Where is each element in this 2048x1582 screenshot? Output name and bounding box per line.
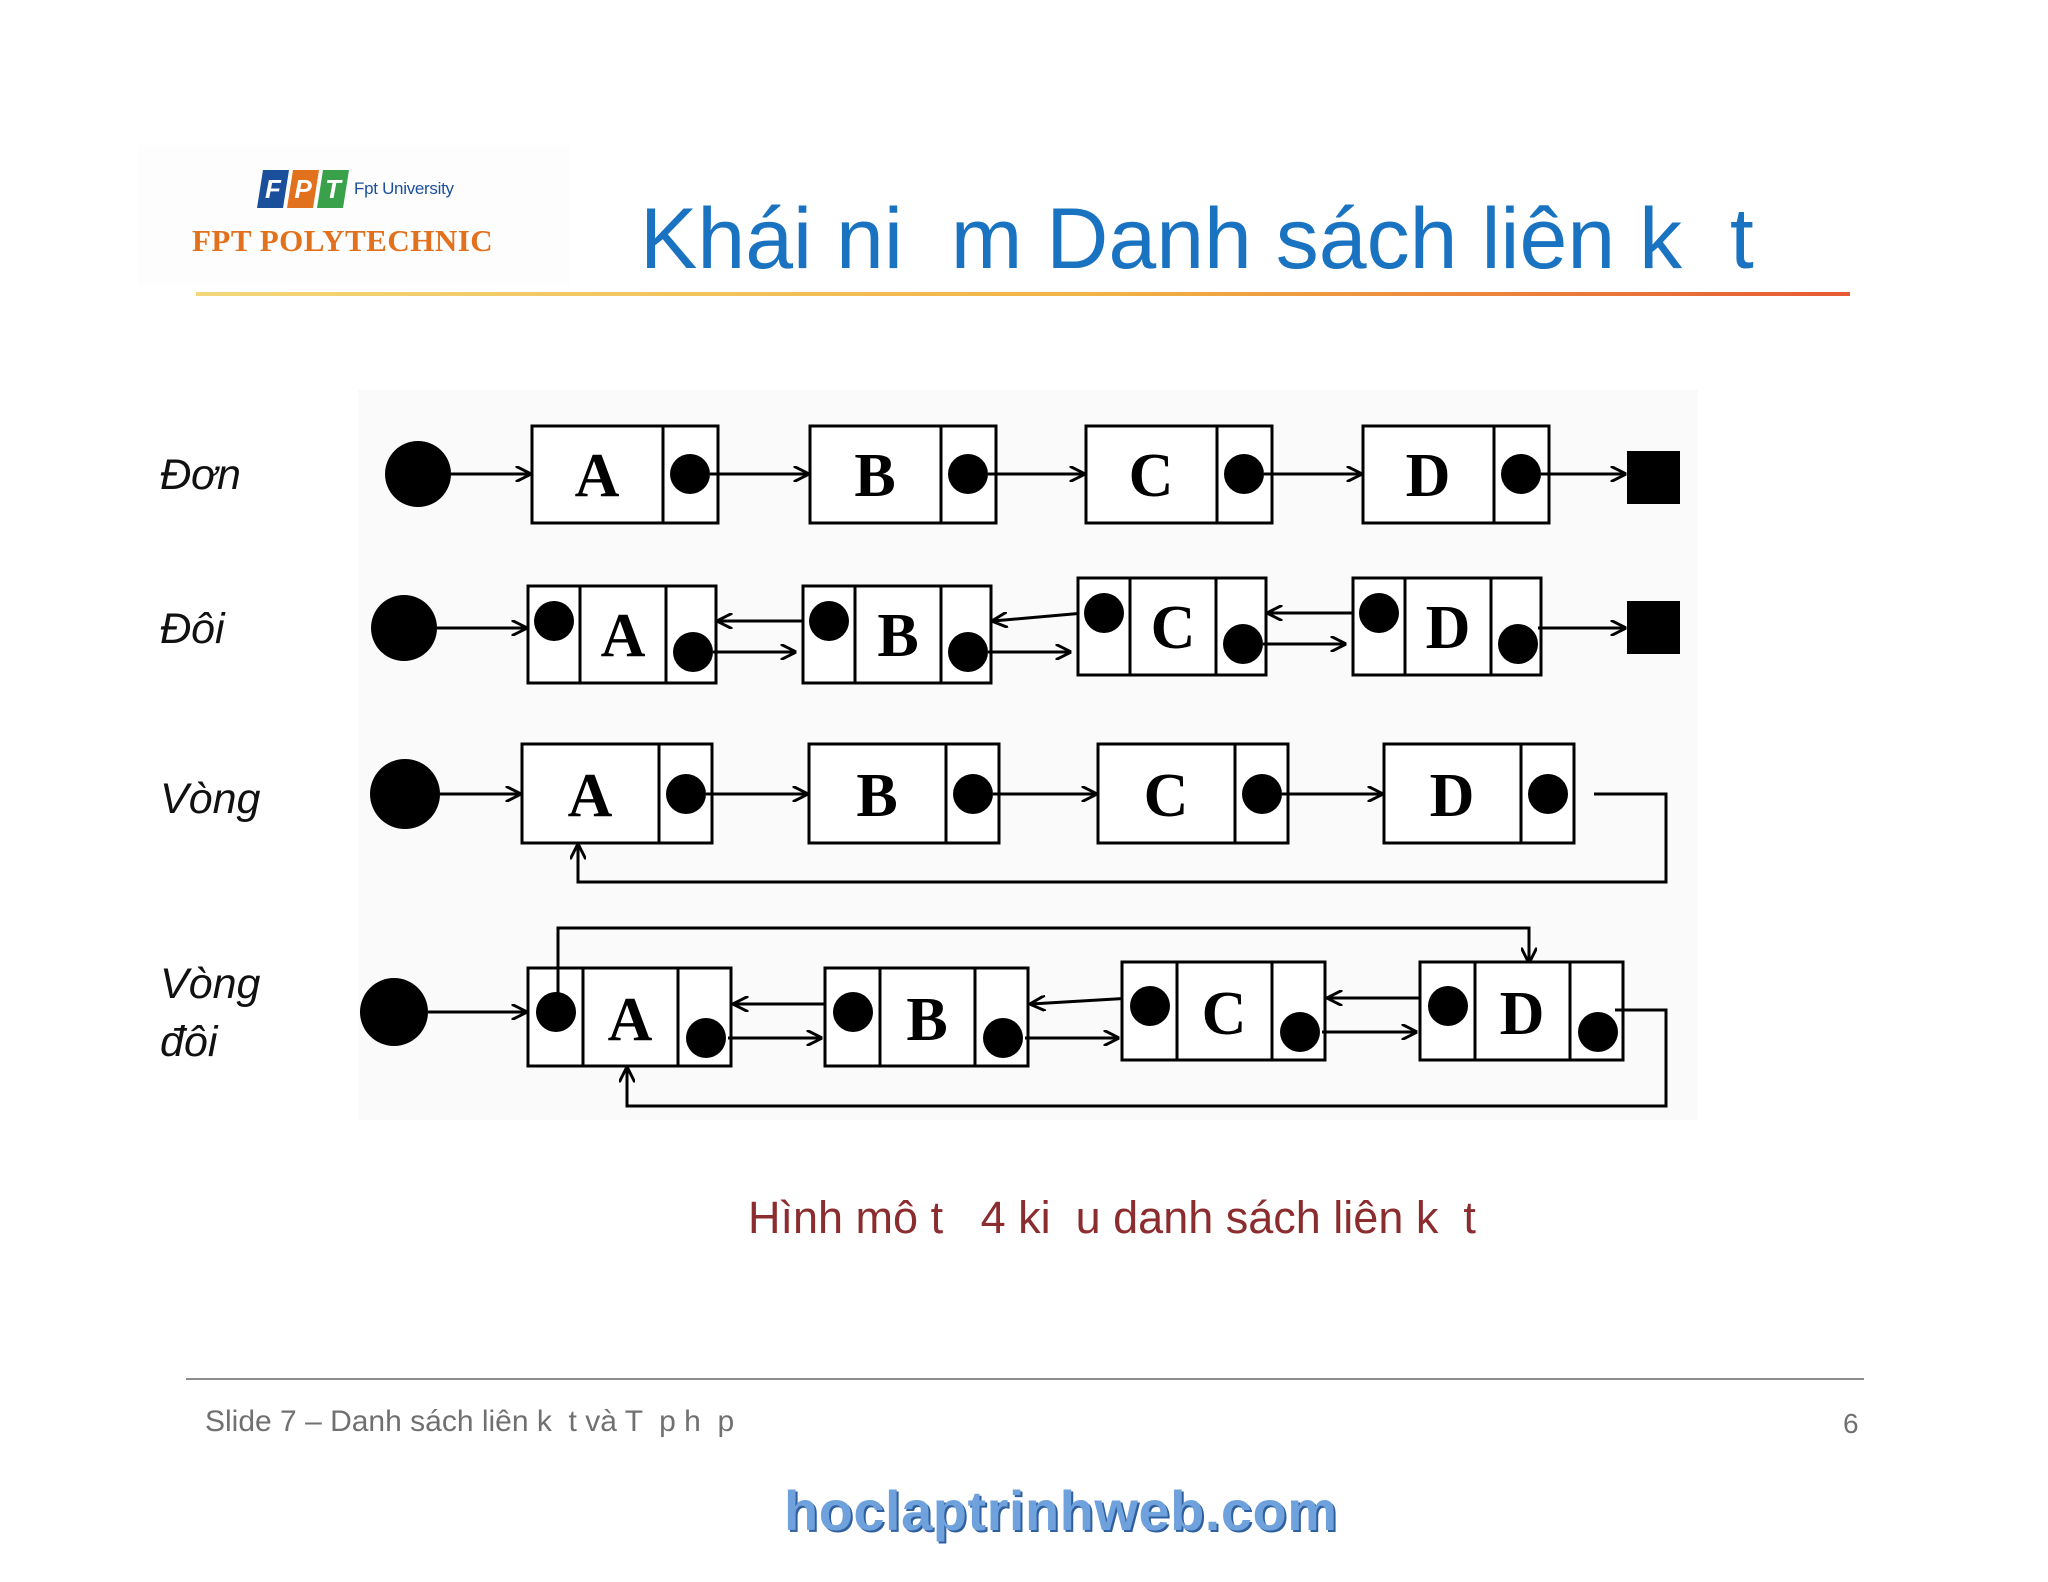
row-label-single: Đơn: [160, 451, 241, 499]
double-node-label-d: D: [1426, 594, 1471, 662]
circdouble-prev-arrow-1: [1031, 998, 1133, 1004]
row-label-circular-double-line2: đôi: [160, 1018, 218, 1067]
double-node-label-a: A: [601, 602, 646, 670]
circdouble-node-label-d: D: [1500, 980, 1545, 1048]
row-label-circular-double-line1: Vòng: [160, 960, 261, 1008]
circdouble-prev-pointer-0: [536, 992, 576, 1032]
circdouble-next-pointer-2: [1280, 1012, 1320, 1052]
circular-next-pointer-1: [953, 774, 993, 814]
circular-node-label-a: A: [568, 762, 613, 830]
slide-title: Khái ni m Danh sách liên k t: [640, 191, 1754, 287]
circdouble-next-pointer-1: [983, 1018, 1023, 1058]
double-prev-pointer-3: [1359, 593, 1399, 633]
single-next-pointer-3: [1501, 454, 1541, 494]
double-prev-pointer-1: [809, 601, 849, 641]
title-underline: [196, 292, 1850, 296]
double-next-pointer-3: [1498, 624, 1538, 664]
double-head-pointer: [371, 595, 437, 661]
footer-slide-title: Slide 7 – Danh sách liên k t và T p h p: [205, 1405, 735, 1438]
circular-node-label-b: B: [856, 762, 897, 830]
single-node-label-b: B: [854, 442, 895, 510]
circular-head-pointer: [370, 759, 440, 829]
circdouble-node-label-c: C: [1202, 980, 1247, 1048]
circdouble-top-wrap-arrow: [556, 926, 1529, 1012]
circdouble-bottom-wrap-arrow: [627, 1008, 1668, 1108]
circdouble-prev-pointer-2: [1130, 986, 1170, 1026]
double-null-terminator: [1627, 601, 1680, 654]
double-next-pointer-1: [948, 632, 988, 672]
double-prev-pointer-0: [534, 601, 574, 641]
circdouble-next-pointer-0: [686, 1018, 726, 1058]
circdouble-head-pointer: [360, 978, 428, 1046]
double-prev-arrow-1: [993, 611, 1085, 621]
watermark-text: hoclaptrinhweb.com: [784, 1479, 1338, 1542]
single-next-pointer-0: [670, 454, 710, 494]
circular-node-label-c: C: [1144, 762, 1189, 830]
page-number: 6: [1843, 1408, 1859, 1439]
double-node-label-c: C: [1151, 594, 1196, 662]
logo-university-text: Fpt University: [354, 179, 454, 198]
fpt-letter-f: F: [265, 174, 282, 204]
circdouble-prev-pointer-3: [1428, 986, 1468, 1026]
double-next-pointer-2: [1223, 624, 1263, 664]
double-next-pointer-0: [673, 632, 713, 672]
fpt-letter-t: T: [325, 174, 343, 204]
fpt-logo-icon: F P T: [257, 170, 349, 208]
circular-next-pointer-0: [666, 774, 706, 814]
circdouble-next-pointer-3: [1578, 1012, 1618, 1052]
circular-next-pointer-3: [1528, 774, 1568, 814]
single-node-label-d: D: [1406, 442, 1451, 510]
single-null-terminator: [1627, 451, 1680, 504]
fpt-letter-p: P: [294, 174, 312, 204]
circdouble-node-label-b: B: [906, 986, 947, 1054]
diagram-caption: Hình mô t 4 ki u danh sách liên k t: [748, 1192, 1476, 1243]
double-node-label-b: B: [877, 602, 918, 670]
double-prev-pointer-2: [1084, 593, 1124, 633]
single-next-pointer-2: [1224, 454, 1264, 494]
circular-wrap-arrow: [578, 792, 1668, 884]
row-label-circular-double: Vòng đôi: [160, 955, 260, 1071]
single-head-pointer: [385, 441, 451, 507]
circular-next-pointer-2: [1242, 774, 1282, 814]
circular-node-label-d: D: [1430, 762, 1475, 830]
row-label-circular: Vòng: [160, 775, 261, 823]
single-node-label-a: A: [575, 442, 620, 510]
circdouble-node-label-a: A: [608, 986, 653, 1054]
row-label-double: Đôi: [160, 605, 225, 653]
logo-polytechnic-text: FPT POLYTECHNIC: [192, 223, 494, 258]
circular-node-a: [520, 742, 714, 845]
circdouble-prev-pointer-1: [833, 992, 873, 1032]
single-node-label-c: C: [1129, 442, 1174, 510]
single-next-pointer-1: [948, 454, 988, 494]
footer-divider: [186, 1378, 1864, 1380]
logo-area: [138, 145, 570, 285]
